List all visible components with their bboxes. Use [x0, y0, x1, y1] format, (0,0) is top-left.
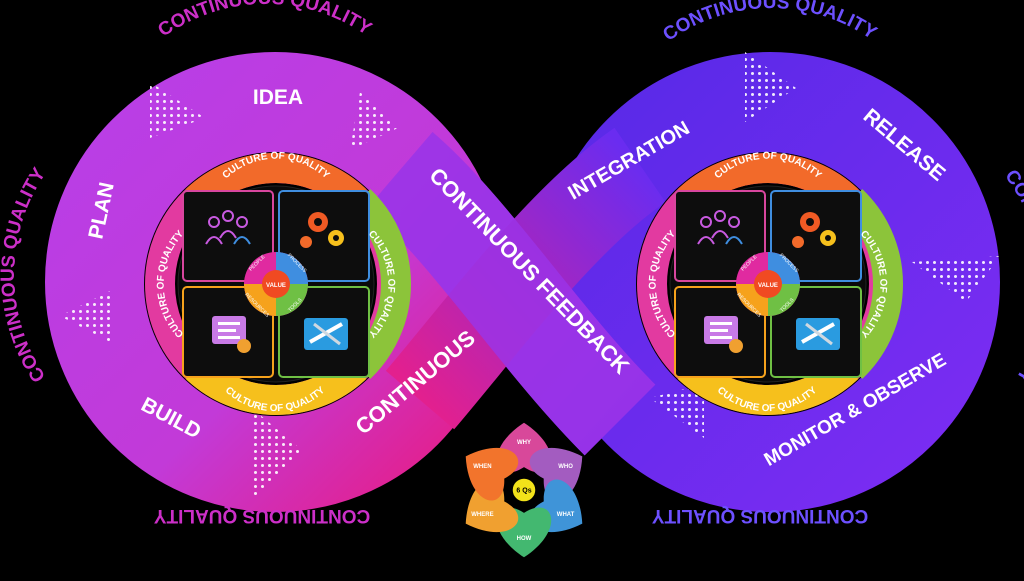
resources-icon: [704, 316, 743, 353]
wheel-left-quadrant-process: [278, 190, 370, 282]
stage-label-idea: IDEA: [253, 86, 303, 109]
petal-label-where: WHERE: [471, 512, 493, 518]
tools-icon: [796, 318, 840, 350]
dotted-arrow-integration: [745, 52, 796, 122]
petal-label-what: WHAT: [557, 512, 575, 518]
outer-label-bottom-right: CONTINUOUS QUALITY: [651, 505, 868, 526]
wheel-left-value-label: VALUE: [266, 283, 286, 289]
wheel-left: VALUE PEOPLE PROCESS TOOLS RESOURCES CUL…: [144, 151, 411, 416]
dotted-arrows: [60, 52, 1000, 498]
dotted-arrow-top-left: [350, 92, 398, 150]
flower-center: [511, 477, 537, 503]
petal-when: [465, 447, 519, 501]
gear-icon: [792, 212, 836, 248]
wheel-right-ring-bottom: [677, 356, 859, 415]
wheel-right-value-label: VALUE: [758, 283, 778, 289]
outer-label-right: CONTINUOUS QUALITY: [1000, 166, 1024, 387]
petal-label-why: WHY: [517, 440, 531, 446]
outer-label-top-left: CONTINUOUS QUALITY: [154, 0, 375, 41]
six-qs-flower: WHY WHO WHAT HOW WHERE WHEN 6 Qs: [465, 422, 583, 558]
petal-label-when: WHEN: [473, 464, 491, 470]
gear-icon: [300, 212, 344, 248]
resources-icon: [212, 316, 251, 353]
dotted-arrow-release: [912, 256, 1000, 302]
wheel-right-ring-right: [841, 189, 903, 379]
dotted-arrow-plan: [60, 290, 112, 342]
outer-label-top-right: CONTINUOUS QUALITY: [659, 0, 880, 46]
wheel-right-ring-top: [677, 153, 859, 212]
flower-center-label: 6 Qs: [516, 488, 531, 495]
wheel-right-value-hub: [754, 270, 782, 298]
outer-label-left: CONTINUOUS QUALITY: [0, 164, 50, 386]
wheel-right-quadrant-process: [770, 190, 862, 282]
wheel-left-value-hub: [262, 270, 290, 298]
wheel-right: VALUE PEOPLE PROCESS TOOLS RESOURCES CUL…: [636, 151, 903, 416]
wheel-right-quadrant-people: [674, 190, 766, 282]
dotted-arrow-idea: [150, 82, 205, 138]
wheel-left-ring-right: [349, 189, 411, 379]
crossing-band-top: [366, 132, 656, 456]
petal-label-how: HOW: [517, 536, 532, 542]
wheel-left-ring-bottom: [185, 356, 367, 415]
petal-label-who: WHO: [558, 464, 573, 470]
people-icon: [205, 210, 251, 245]
wheel-left-quadrant-people: [182, 190, 274, 282]
dotted-arrow-build: [254, 410, 302, 498]
dotted-arrow-monitor: [650, 384, 704, 438]
wheel-left-ring-top: [185, 153, 367, 212]
people-icon: [697, 210, 743, 245]
tools-icon: [304, 318, 348, 350]
outer-label-bottom-left: CONTINUOUS QUALITY: [153, 505, 370, 526]
